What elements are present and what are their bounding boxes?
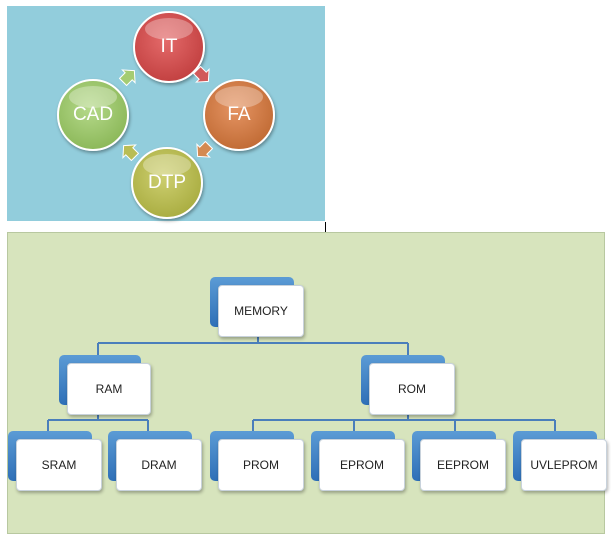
arrow-cad-to-it-icon <box>119 69 136 86</box>
node-label: SRAM <box>16 439 102 491</box>
connector-lines <box>47 333 556 431</box>
memory-hierarchy-diagram: MEMORY RAM ROM SRAM DRAM PROM EPROM EEPR… <box>7 232 607 534</box>
cycle-node-cad: CAD <box>57 79 129 151</box>
cycle-node-dtp: DTP <box>131 147 203 219</box>
node-label: RAM <box>67 363 151 415</box>
cycle-node-label: CAD <box>72 104 114 125</box>
arrow-fa-to-dtp-icon <box>196 141 213 158</box>
node-label: UVLEPROM <box>521 439 607 491</box>
text-cursor <box>325 222 326 232</box>
node-label: PROM <box>218 439 304 491</box>
cycle-node-label: IT <box>160 36 178 57</box>
node-label: DRAM <box>116 439 202 491</box>
cycle-node-label: DTP <box>148 172 186 193</box>
arrow-it-to-fa-icon <box>193 66 210 83</box>
cycle-diagram: IT FA DTP CAD <box>7 6 325 221</box>
node-label: ROM <box>369 363 455 415</box>
node-label: EEPROM <box>420 439 506 491</box>
cycle-node-label: FA <box>227 104 251 125</box>
cycle-node-fa: FA <box>203 79 275 151</box>
arrow-dtp-to-cad-icon <box>122 144 139 161</box>
node-label: EPROM <box>319 439 405 491</box>
node-label: MEMORY <box>218 285 304 337</box>
cycle-node-it: IT <box>133 11 205 83</box>
